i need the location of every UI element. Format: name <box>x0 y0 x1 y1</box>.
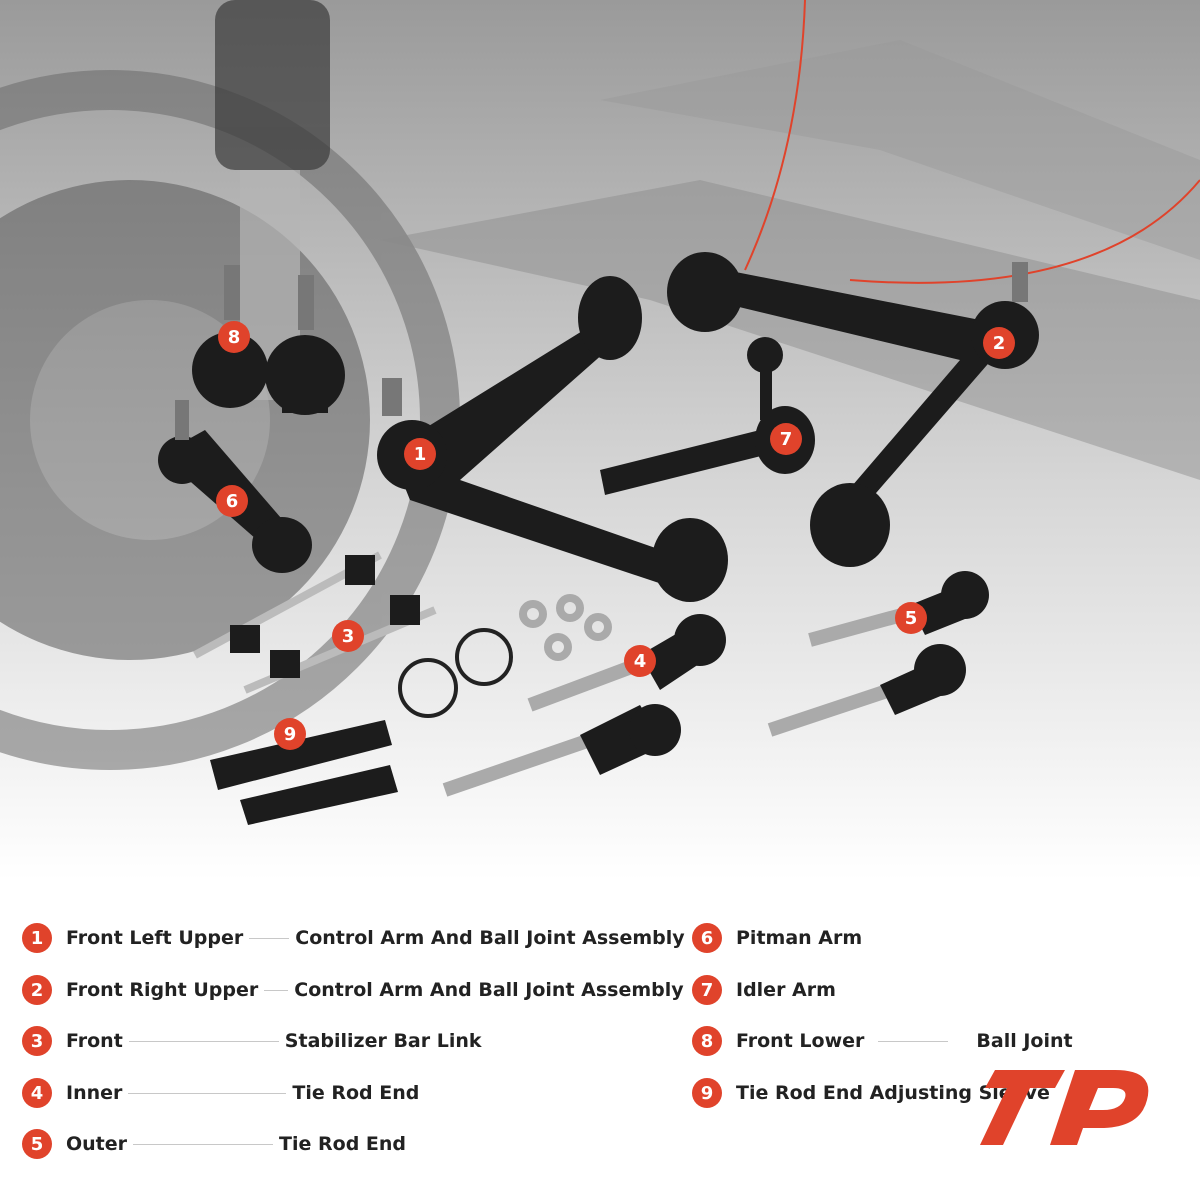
legend-badge: 5 <box>22 1129 52 1159</box>
legend-part: Idler Arm <box>736 979 836 1001</box>
legend-desc: Control Arm And Ball Joint Assembly <box>294 979 684 1001</box>
legend-item-9: 9 Tie Rod End Adjusting Sleeve <box>692 1078 1050 1108</box>
callout-badge-4: 4 <box>624 645 656 677</box>
snap-rings-nuts <box>398 594 612 718</box>
legend-badge: 4 <box>22 1078 52 1108</box>
callout-badge-5: 5 <box>895 602 927 634</box>
legend-item-7: 7 Idler Arm <box>692 975 836 1005</box>
callout-badge-8: 8 <box>218 321 250 353</box>
legend-part: Outer <box>66 1133 128 1155</box>
callout-badge-1: 1 <box>404 438 436 470</box>
legend-desc: Control Arm And Ball Joint Assembly <box>295 927 685 949</box>
legend-part: Front <box>66 1030 123 1052</box>
legend-badge: 8 <box>692 1026 722 1056</box>
legend-item-1: 1 Front Left Upper Control Arm And Ball … <box>22 923 685 953</box>
accent-curve <box>744 0 806 271</box>
legend-badge: 6 <box>692 923 722 953</box>
legend-desc: Tie Rod End <box>292 1082 420 1104</box>
callout-badge-6: 6 <box>216 485 248 517</box>
legend-item-2: 2 Front Right Upper Control Arm And Ball… <box>22 975 684 1005</box>
control-arm-right <box>667 252 1039 567</box>
legend-badge: 2 <box>22 975 52 1005</box>
legend-part: Inner <box>66 1082 123 1104</box>
adjusting-sleeves <box>210 720 398 825</box>
legend-badge: 9 <box>692 1078 722 1108</box>
legend-part: Pitman Arm <box>736 927 863 949</box>
callout-badge-2: 2 <box>983 327 1015 359</box>
legend-desc: Ball Joint <box>976 1030 1073 1052</box>
legend-badge: 7 <box>692 975 722 1005</box>
lower-ball-joints <box>192 265 345 415</box>
callout-badge-7: 7 <box>770 423 802 455</box>
legend-part: Front Lower <box>736 1030 865 1052</box>
legend-part: Front Right Upper <box>66 979 259 1001</box>
legend-part: Front Left Upper <box>66 927 244 949</box>
a-premium-logo <box>980 1070 1149 1145</box>
legend-item-3: 3 Front Stabilizer Bar Link <box>22 1026 482 1056</box>
accent-curve-2 <box>849 179 1200 284</box>
legend-badge: 1 <box>22 923 52 953</box>
legend-item-5: 5 Outer Tie Rod End <box>22 1129 406 1159</box>
legend-desc: Tie Rod End <box>279 1133 407 1155</box>
legend-desc: Stabilizer Bar Link <box>284 1030 482 1052</box>
legend-part: Tie Rod End Adjusting Sleeve <box>736 1082 1050 1104</box>
frame-background <box>380 40 1200 480</box>
legend-badge: 3 <box>22 1026 52 1056</box>
legend-item-8: 8 Front Lower Ball Joint <box>692 1026 1073 1056</box>
legend-item-6: 6 Pitman Arm <box>692 923 862 953</box>
legend-item-4: 4 Inner Tie Rod End <box>22 1078 419 1108</box>
product-photo <box>0 0 1200 880</box>
callout-badge-3: 3 <box>332 620 364 652</box>
callout-badge-9: 9 <box>274 718 306 750</box>
